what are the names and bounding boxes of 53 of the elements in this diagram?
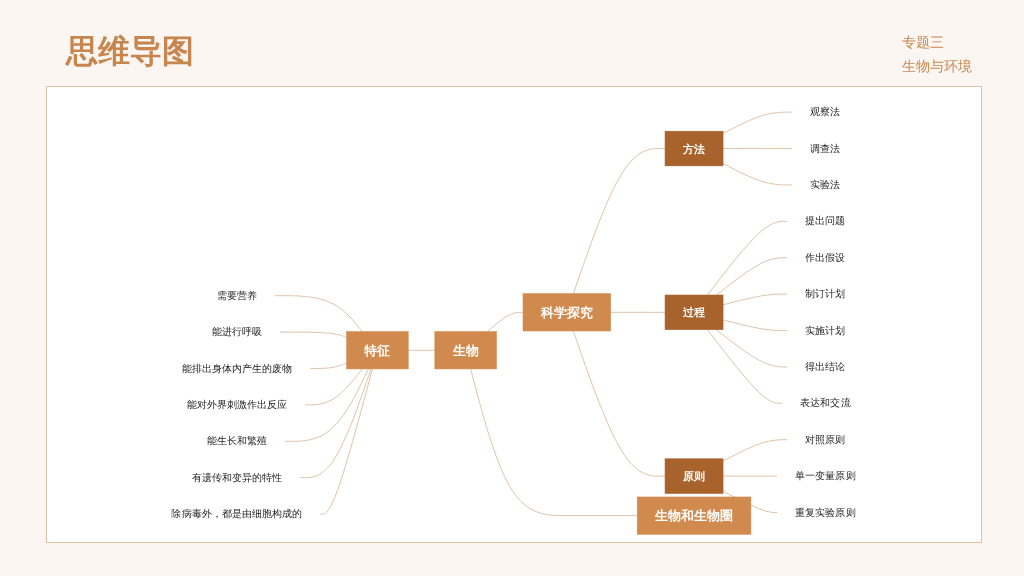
connector <box>470 368 638 516</box>
node-text: 得出结论 <box>805 360 846 372</box>
node-box: 方法 <box>665 130 724 166</box>
node-text: 调查法 <box>810 141 841 154</box>
connector <box>610 311 666 313</box>
node-text: 观察法 <box>810 105 841 118</box>
connector <box>716 256 789 295</box>
node-text: 有遗传和变异的特性 <box>192 470 283 483</box>
connector <box>408 349 436 351</box>
connector <box>573 330 666 476</box>
node-box: 科学探究 <box>523 292 612 331</box>
node-text: 作出假设 <box>805 250 846 263</box>
node-text: 单一变量原则 <box>795 469 857 482</box>
connector <box>284 368 370 442</box>
connector <box>310 362 348 369</box>
node-text: 能排出身体内产生的废物 <box>181 361 293 374</box>
node-text: 实验法 <box>810 178 841 190</box>
connector <box>300 368 372 478</box>
node-text: 除病毒外，都是由细胞构成的 <box>171 507 303 520</box>
connector <box>305 368 364 405</box>
connector <box>723 147 794 149</box>
node-text: 表达和交流 <box>800 396 852 409</box>
connector <box>707 328 784 404</box>
node-text: 能对外界刺激作出反应 <box>187 398 288 410</box>
node-box: 原则 <box>665 458 724 494</box>
connector <box>723 319 789 331</box>
node-text: 实施计划 <box>805 323 846 336</box>
node-box: 生物 <box>435 330 498 369</box>
header-note: 生物与环境 <box>902 57 972 76</box>
node-text: 对照原则 <box>805 432 846 445</box>
node-text: 提出问题 <box>805 214 846 227</box>
connector <box>716 328 789 367</box>
node-box: 生物和生物圈 <box>637 496 752 535</box>
connector <box>707 220 789 295</box>
node-text: 能生长和繁殖 <box>207 434 268 447</box>
connector <box>723 293 789 305</box>
connector <box>279 331 348 338</box>
node-text: 制订计划 <box>805 287 846 300</box>
node-box: 过程 <box>665 294 724 330</box>
connector <box>723 475 779 476</box>
node-text: 能进行呼吸 <box>212 325 263 338</box>
connector <box>320 368 374 514</box>
title: 思维导图 <box>66 31 194 72</box>
node-text: 重复实验原则 <box>795 505 857 518</box>
connector <box>573 147 666 294</box>
connector <box>723 438 789 461</box>
connector <box>274 294 364 332</box>
connector <box>723 111 794 134</box>
connector <box>723 162 794 185</box>
connector <box>487 311 524 332</box>
node-box: 特征 <box>346 330 409 369</box>
header-note: 专题三 <box>902 33 945 52</box>
node-text: 需要营养 <box>217 288 258 301</box>
